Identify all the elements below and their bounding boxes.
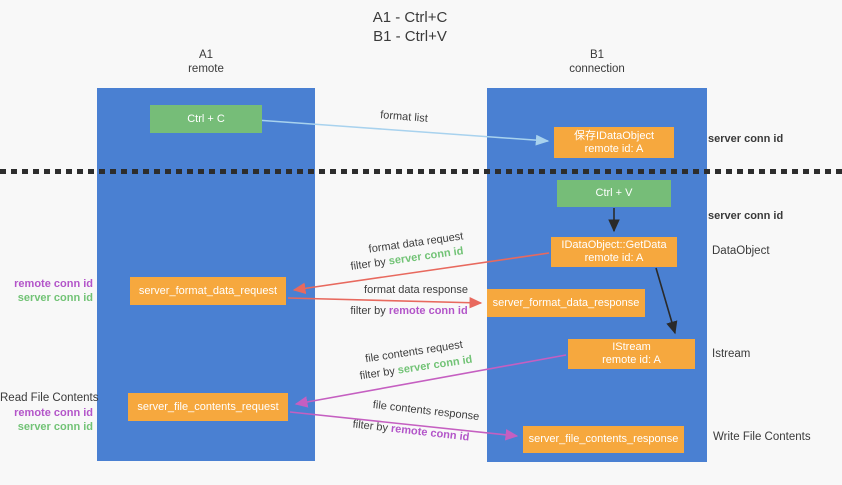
node-server-format-data-response: server_format_data_response (487, 289, 645, 317)
lane-a1-name: A1 (198, 49, 214, 61)
edge-label-file-contents-response: file contents response (372, 398, 480, 424)
side-label-server-conn-id-top: server conn id (708, 133, 784, 145)
side-label-read-file-contents: Read File Contents (0, 392, 99, 404)
dotted-divider-line (0, 169, 842, 174)
node-server-file-contents-response: server_file_contents_response (523, 426, 684, 453)
lane-b1-role: connection (569, 63, 625, 75)
filter-by-text: filter by (352, 418, 389, 435)
node-ctrl-v: Ctrl + V (557, 180, 671, 207)
lane-b1-name: B1 (589, 49, 605, 61)
node-save-idataobject: 保存IDataObject remote id: A (554, 127, 674, 158)
lane-header-a1-remote: A1 remote (97, 48, 315, 76)
diagram-title: A1 - Ctrl+C B1 - Ctrl+V (0, 8, 820, 46)
node-idataobject-getdata: IDataObject::GetData remote id: A (551, 237, 677, 267)
side-label-remote-conn-id-2: remote conn id (14, 407, 93, 419)
remote-conn-id-text: remote conn id (388, 305, 468, 317)
node-ctrl-v-label: Ctrl + V (595, 187, 633, 199)
node-getdata-line1: IDataObject::GetData (561, 239, 667, 251)
side-label-server-conn-id-2: server conn id (17, 421, 93, 433)
side-label-server-conn-id-mid: server conn id (708, 210, 784, 222)
node-istream-line1: IStream (612, 341, 651, 353)
node-file-response-label: server_file_contents_response (528, 433, 679, 445)
edge-label-filter-by-remote-2: filter by remote conn id (352, 418, 470, 443)
filter-by-text: filter by (350, 305, 386, 317)
node-server-file-contents-request: server_file_contents_request (128, 393, 288, 421)
node-save-idataobject-line2: remote id: A (584, 142, 644, 155)
node-server-format-data-request: server_format_data_request (130, 277, 286, 305)
side-label-server-conn-id-1: server conn id (17, 292, 93, 304)
lane-header-b1-connection: B1 connection (487, 48, 707, 76)
node-ctrl-c-label: Ctrl + C (187, 112, 225, 125)
remote-conn-id-text: remote conn id (390, 422, 470, 444)
side-label-write-file-contents: Write File Contents (713, 431, 811, 443)
edge-label-format-list: format list (379, 109, 429, 125)
diagram-title-line2: B1 - Ctrl+V (373, 28, 447, 45)
node-getdata-line2: remote id: A (584, 252, 644, 264)
edge-label-format-data-response: format data response (364, 284, 468, 296)
side-label-dataobject: DataObject (712, 245, 770, 257)
side-label-remote-conn-id-1: remote conn id (14, 278, 93, 290)
node-format-response-label: server_format_data_response (492, 296, 640, 309)
edge-label-filter-by-remote-1: filter by remote conn id (350, 305, 467, 317)
arrow-format-data-response (287, 296, 483, 309)
diagram-title-line1: A1 - Ctrl+C (372, 9, 448, 26)
node-istream: IStream remote id: A (568, 339, 695, 369)
filter-by-text: filter by (358, 365, 396, 383)
node-istream-line2: remote id: A (602, 354, 661, 366)
side-block-conn-ids-bottom: remote conn id server conn id (0, 406, 93, 434)
node-ctrl-c: Ctrl + C (150, 105, 262, 133)
node-format-request-label: server_format_data_request (138, 284, 278, 297)
node-file-request-label: server_file_contents_request (137, 400, 279, 413)
lane-a1-role: remote (188, 63, 224, 75)
side-label-istream: Istream (712, 348, 751, 360)
side-block-conn-ids-top: remote conn id server conn id (0, 277, 93, 305)
node-save-idataobject-line1: 保存IDataObject (573, 129, 655, 142)
filter-by-text: filter by (349, 256, 387, 273)
